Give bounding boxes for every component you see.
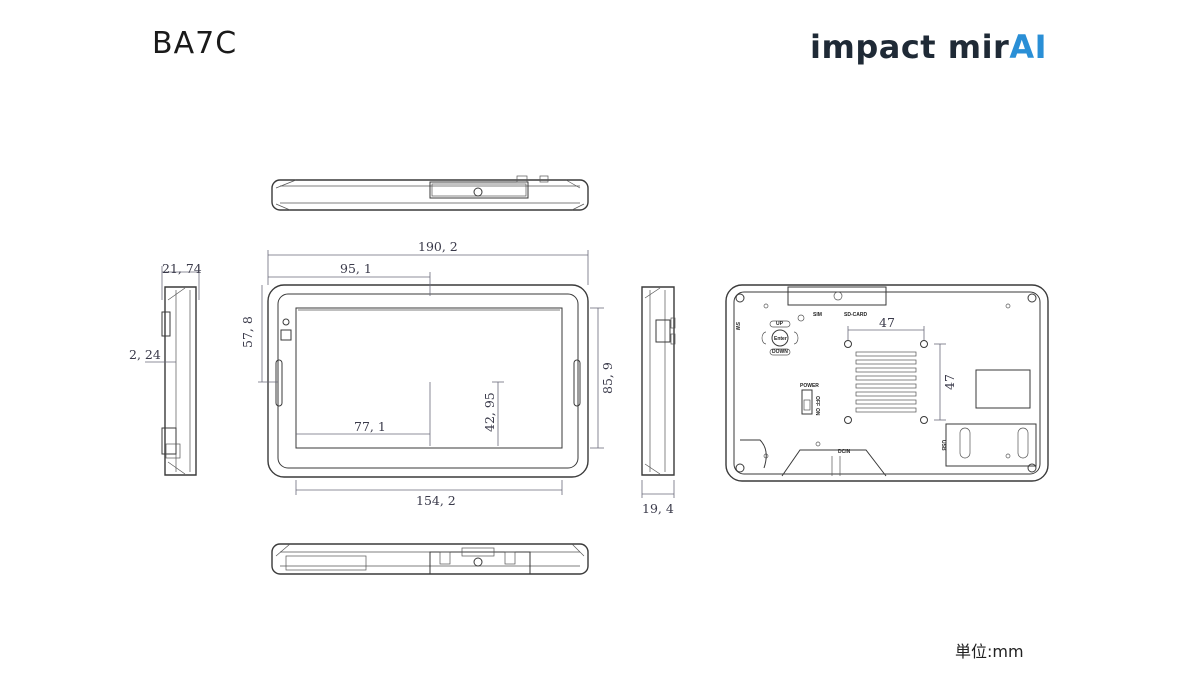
- logo-main: impact mir: [810, 28, 1010, 66]
- label-power: POWER: [800, 383, 819, 389]
- logo-accent: AI: [1009, 28, 1047, 66]
- dim-offset: 2, 24: [129, 347, 161, 362]
- dim-total-width: 190, 2: [418, 239, 458, 254]
- brand-logo: impact mirAI: [810, 28, 1047, 66]
- dim-vesa-height: 47: [942, 374, 957, 390]
- dim-half-width: 95, 1: [340, 261, 372, 276]
- label-down: DOWN: [772, 349, 788, 355]
- bottom-view: [271, 543, 589, 575]
- front-view: [258, 250, 604, 495]
- dim-vesa-width: 47: [879, 315, 895, 330]
- vent-grille: [855, 351, 917, 413]
- label-usb: USB: [940, 440, 946, 451]
- dim-screen-half-height: 42, 95: [482, 392, 497, 432]
- dim-screen-half-width: 77, 1: [354, 419, 386, 434]
- vesa-holes: [844, 340, 928, 424]
- dim-screen-width: 154, 2: [416, 493, 456, 508]
- label-dcin: DCIN: [838, 449, 851, 455]
- rear-view: [725, 284, 1049, 482]
- label-side: SW: [734, 322, 740, 330]
- label-on: ON: [814, 408, 820, 416]
- dim-thickness: 19, 4: [642, 501, 674, 516]
- dim-total-height: 85, 9: [600, 362, 615, 394]
- label-enter: Enter: [774, 336, 787, 342]
- unit-label: 単位:mm: [955, 642, 1024, 661]
- dim-height-upper: 57, 8: [240, 316, 255, 348]
- top-view: [271, 175, 589, 211]
- label-sdcard: SD-CARD: [844, 312, 867, 318]
- label-sim: SIM: [813, 312, 822, 318]
- right-side-view: [641, 286, 676, 498]
- label-off: OFF: [814, 396, 820, 406]
- label-up: UP: [776, 321, 784, 327]
- model-name: BA7C: [152, 26, 238, 61]
- left-side-view: [145, 266, 200, 476]
- dim-depth: 21, 74: [162, 261, 202, 276]
